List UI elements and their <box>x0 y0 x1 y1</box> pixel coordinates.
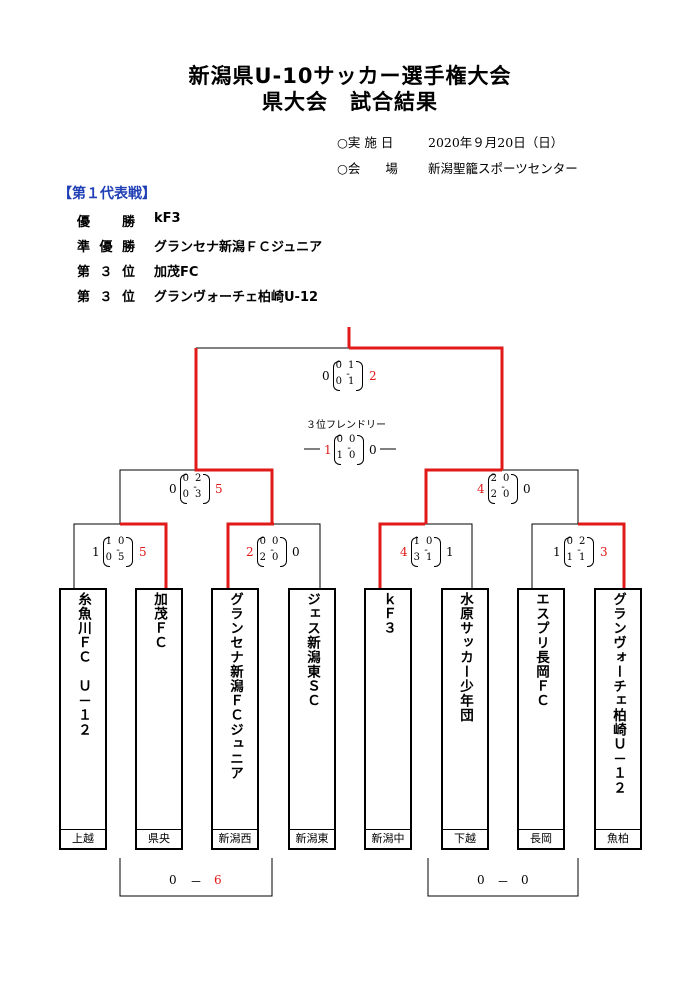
friendly1-score-left: 0 <box>169 873 177 887</box>
team-region: 魚柏 <box>596 829 640 848</box>
team-name: 糸魚川ＦＣ Ｕ－１２ <box>75 592 91 737</box>
third-score-left: 1 <box>324 443 332 457</box>
date-value: 2020年９月20日（日） <box>428 135 564 150</box>
section-title: 【第１代表戦】 <box>58 186 156 202</box>
qf3-score-right: 1 <box>446 545 454 559</box>
final-score-left: 0 <box>322 369 330 383</box>
team-region: 下越 <box>443 829 487 848</box>
team-box: 加茂ＦＣ 県央 <box>135 588 183 850</box>
team-region: 県央 <box>137 829 181 848</box>
team-region: 上越 <box>61 829 105 848</box>
qf2-score-left: 2 <box>246 545 254 559</box>
semi-right-score-left: 4 <box>477 482 485 496</box>
team-box: エスプリ長岡ＦＣ 長岡 <box>517 588 565 850</box>
third-score-detail: 00 - 10 <box>334 434 364 465</box>
qf1-score-left: 1 <box>92 545 100 559</box>
qf3-detail: 10 - 31 <box>411 536 441 567</box>
team-box: ジェス新潟東ＳＣ 新潟東 <box>288 588 336 850</box>
team-box: グランセナ新潟ＦＣジュニア 新潟西 <box>211 588 259 850</box>
qf1-score-right: 5 <box>139 545 147 559</box>
third-score-right: 0 <box>369 443 377 457</box>
rank-team-3: 加茂FC <box>154 265 199 280</box>
rank-label-1: 優勝 <box>77 215 135 230</box>
team-name: ｋＦ３ <box>380 592 396 636</box>
team-name: 水原サッカー少年団 <box>457 592 473 723</box>
team-region: 長岡 <box>519 829 563 848</box>
final-score-right: 2 <box>369 369 377 383</box>
friendly2-score-left: 0 <box>477 873 485 887</box>
page-subtitle: 県大会 試合結果 <box>262 90 438 114</box>
rank-team-4: グランヴォーチェ柏崎U-12 <box>154 290 319 305</box>
rank-team-1: kF3 <box>154 211 181 226</box>
team-region: 新潟中 <box>366 829 410 848</box>
team-region: 新潟東 <box>290 829 334 848</box>
final-half2: 01 <box>335 376 361 387</box>
team-name: エスプリ長岡ＦＣ <box>533 592 549 708</box>
qf4-score-left: 1 <box>553 545 561 559</box>
team-box: 糸魚川ＦＣ Ｕ－１２ 上越 <box>59 588 107 850</box>
semi-right-detail: 20 - 20 <box>488 473 518 504</box>
qf4-detail: 02 - 11 <box>564 536 594 567</box>
qf2-score-right: 0 <box>292 545 300 559</box>
rank-label-2: 準優勝 <box>77 240 135 255</box>
team-name: ジェス新潟東ＳＣ <box>304 592 320 708</box>
third-place-title: ３位フレンドリー <box>306 420 386 431</box>
final-score-detail: 01 - 01 <box>333 360 363 391</box>
friendly2-dash: － <box>497 875 510 889</box>
rank-team-2: グランセナ新潟ＦＣジュニア <box>154 240 323 255</box>
friendly1-dash: － <box>190 875 203 889</box>
team-region: 新潟西 <box>213 829 257 848</box>
team-name: 加茂ＦＣ <box>151 592 167 650</box>
team-name: グランヴォーチェ柏崎Ｕ－１２ <box>610 592 626 795</box>
semi-right-score-right: 0 <box>523 482 531 496</box>
friendly1-score-right: 6 <box>214 873 222 887</box>
friendly2-score-right: 0 <box>521 873 529 887</box>
qf1-detail: 10 - 05 <box>103 536 133 567</box>
final-half1: 01 <box>335 360 361 371</box>
team-box: グランヴォーチェ柏崎Ｕ－１２ 魚柏 <box>594 588 642 850</box>
team-box: 水原サッカー少年団 下越 <box>441 588 489 850</box>
semi-left-score-right: 5 <box>215 482 223 496</box>
qf3-score-left: 4 <box>400 545 408 559</box>
semi-left-detail: 02 - 03 <box>180 473 210 504</box>
team-box: ｋＦ３ 新潟中 <box>364 588 412 850</box>
qf4-score-right: 3 <box>600 545 608 559</box>
team-name: グランセナ新潟ＦＣジュニア <box>227 592 243 781</box>
qf2-detail: 00 - 20 <box>257 536 287 567</box>
date-label: ○実 施 日 <box>337 135 394 150</box>
semi-left-score-left: 0 <box>169 482 177 496</box>
venue-label: ○会 場 <box>337 161 398 176</box>
venue-value: 新潟聖籠スポーツセンター <box>428 161 578 176</box>
page-title: 新潟県U-10サッカー選手権大会 <box>188 64 512 88</box>
